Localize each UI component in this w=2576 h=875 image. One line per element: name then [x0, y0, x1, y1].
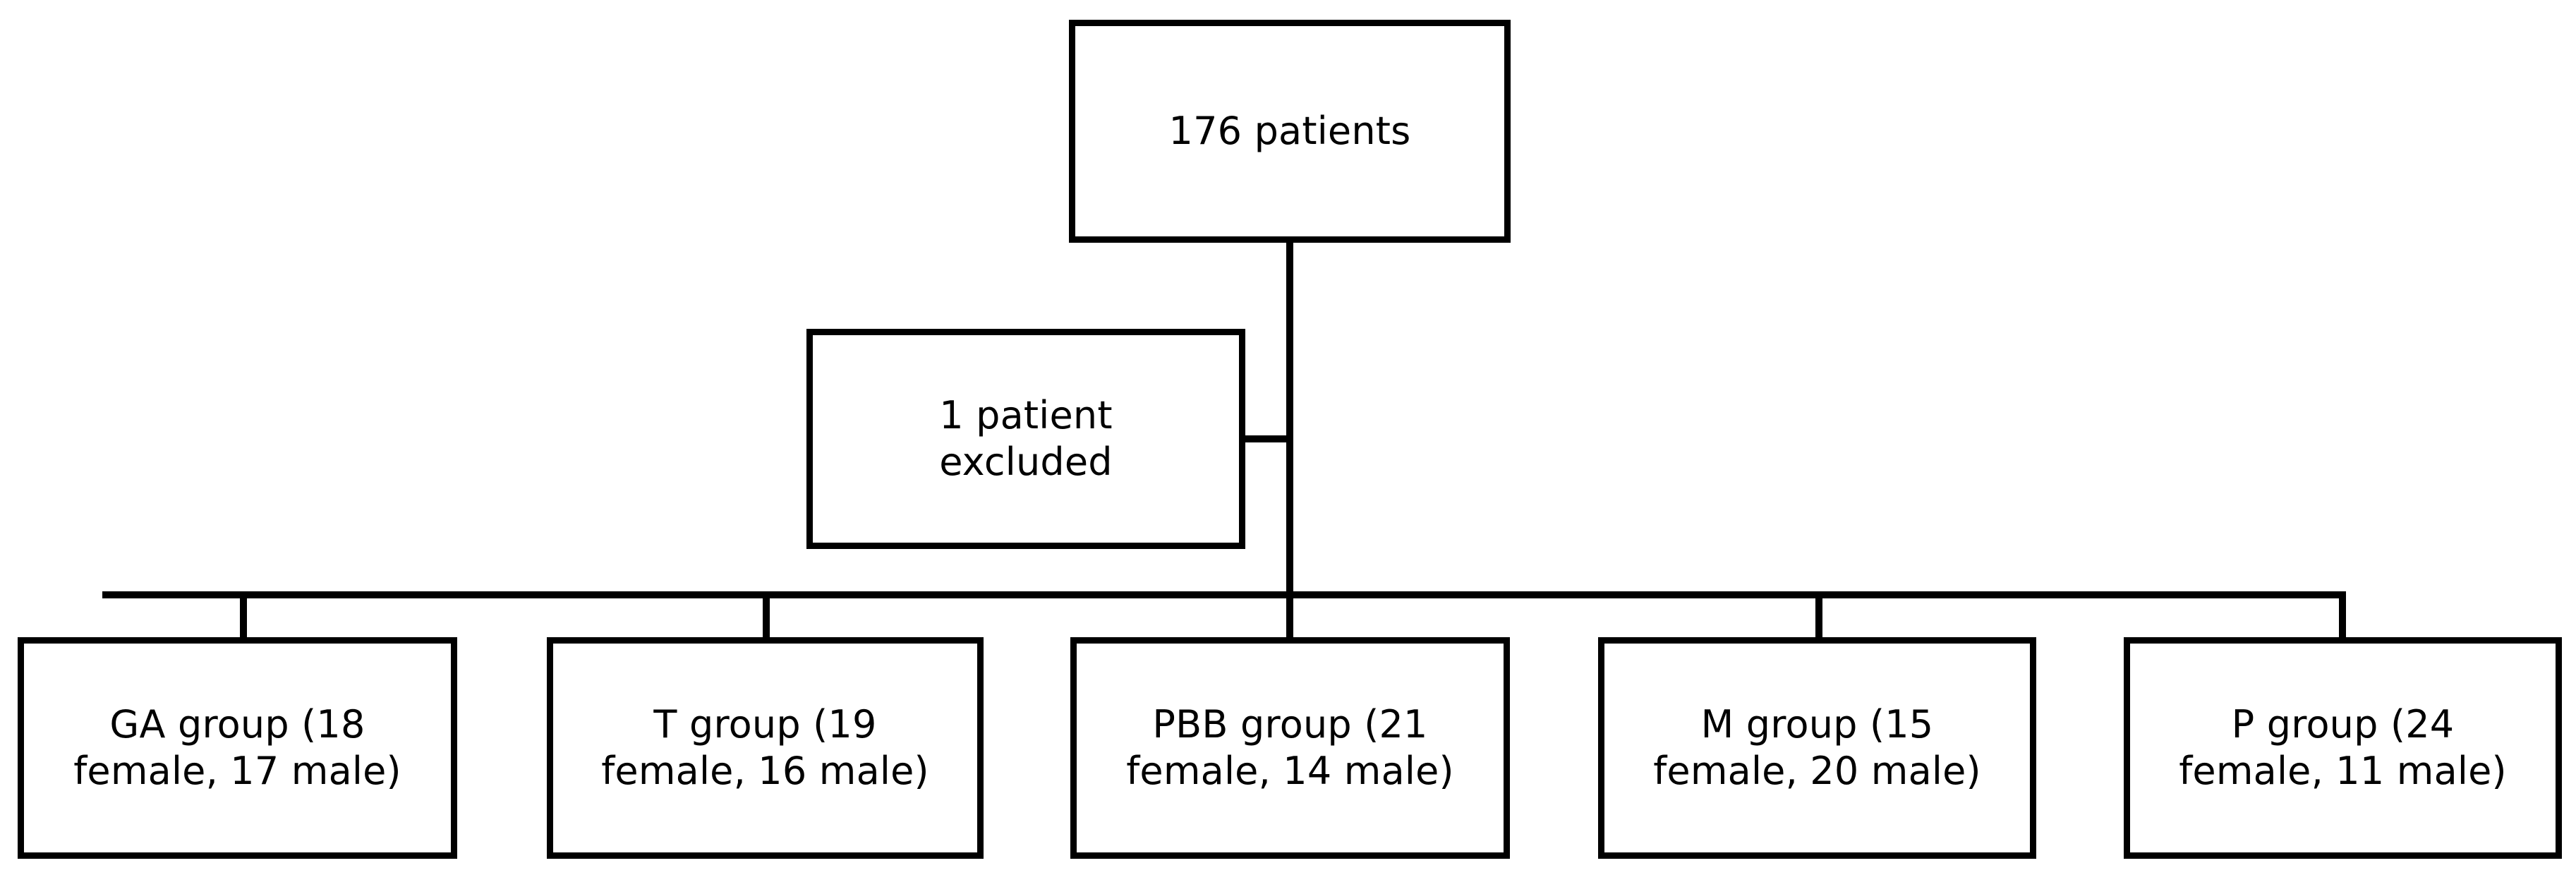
node-group-pbb-label: PBB group (21 female, 14 male) [1126, 702, 1454, 793]
connector-excluded-stub [1240, 435, 1290, 442]
connector-drop-group-pbb [1286, 591, 1293, 641]
node-group-m: M group (15 female, 20 male) [1598, 637, 2036, 859]
node-group-m-label: M group (15 female, 20 male) [1653, 702, 1981, 793]
node-total-patients: 176 patients [1069, 20, 1511, 243]
node-excluded-patients-label: 1 patient excluded [939, 393, 1113, 484]
connector-drop-group-ga [240, 591, 247, 641]
node-group-ga-label: GA group (18 female, 17 male) [73, 702, 401, 793]
connector-drop-group-t [763, 591, 770, 641]
connector-drop-group-m [1815, 591, 1822, 641]
node-group-p-label: P group (24 female, 11 male) [2179, 702, 2507, 793]
connector-drop-group-p [2339, 591, 2346, 641]
node-group-p: P group (24 female, 11 male) [2124, 637, 2562, 859]
node-total-patients-label: 176 patients [1168, 109, 1411, 154]
node-group-pbb: PBB group (21 female, 14 male) [1070, 637, 1510, 859]
node-group-t-label: T group (19 female, 16 male) [601, 702, 929, 793]
node-group-ga: GA group (18 female, 17 male) [18, 637, 457, 859]
node-group-t: T group (19 female, 16 male) [547, 637, 984, 859]
node-excluded-patients: 1 patient excluded [806, 329, 1245, 549]
connector-distribution-bar [102, 591, 2346, 598]
connector-trunk-vertical [1286, 239, 1293, 598]
